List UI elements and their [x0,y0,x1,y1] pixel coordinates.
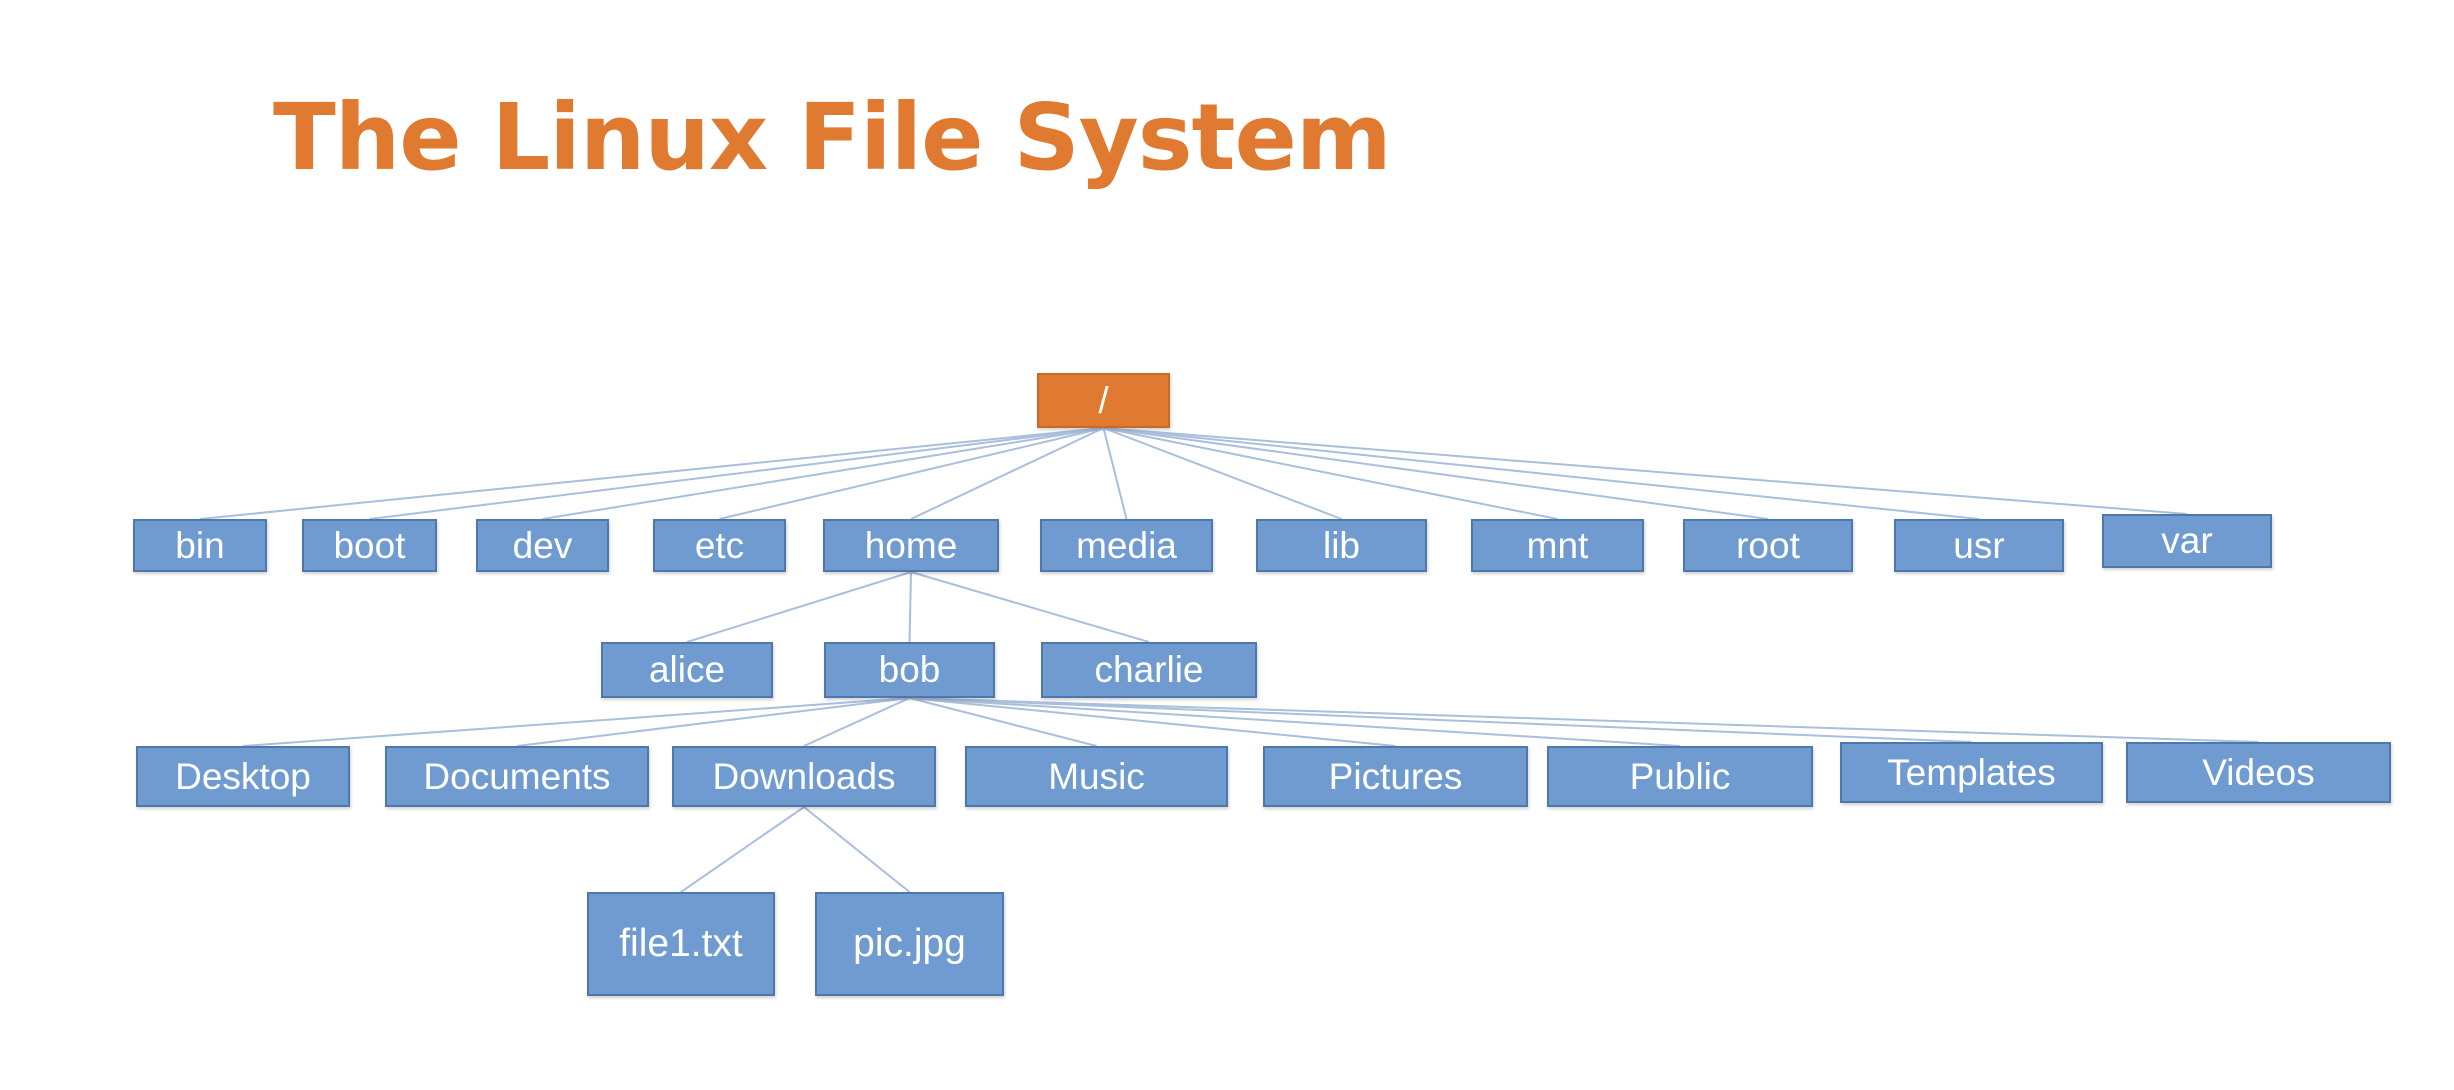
connector-root-to-etc [719,427,1104,520]
dir-node-videos: Videos [2126,742,2391,803]
dir-node-usr: usr [1894,519,2064,572]
connector-root-to-usr [1103,427,1980,520]
connector-root-to-lib [1103,427,1342,520]
connector-bob-to-music [909,697,1097,747]
dir-node-public: Public [1547,746,1813,807]
dir-node-alice: alice [601,642,773,698]
connector-downloads-to-file1-txt [680,806,805,893]
dir-node-desktop: Desktop [136,746,350,807]
connector-home-to-bob [908,571,912,643]
dir-node-bob: bob [824,642,995,698]
connector-root-to-root [1103,427,1769,520]
connector-root-to-mnt [1103,427,1558,520]
connector-bob-to-videos [909,697,2259,743]
dir-node-root: root [1683,519,1853,572]
connector-home-to-alice [686,571,912,643]
connector-bob-to-documents [516,697,910,747]
connector-bob-to-pictures [909,697,1396,747]
connector-root-to-var [1103,427,2188,515]
dir-node-file1-txt: file1.txt [587,892,775,996]
dir-node-music: Music [965,746,1228,807]
connector-root-to-bin [199,427,1104,520]
dir-node-boot: boot [302,519,437,572]
connector-root-to-media [1102,427,1128,520]
dir-node-etc: etc [653,519,786,572]
dir-node-charlie: charlie [1041,642,1257,698]
connector-bob-to-desktop [242,697,910,747]
connector-bob-to-public [909,697,1681,747]
dir-node-templates: Templates [1840,742,2103,803]
connector-root-to-boot [369,427,1104,520]
dir-node-var: var [2102,514,2272,568]
dir-node-media: media [1040,519,1213,572]
dir-node-dev: dev [476,519,609,572]
root-directory-node: / [1037,373,1170,428]
dir-node-downloads: Downloads [672,746,936,807]
connector-root-to-dev [542,427,1104,520]
dir-node-bin: bin [133,519,267,572]
dir-node-lib: lib [1256,519,1427,572]
connector-home-to-charlie [910,571,1150,643]
connector-downloads-to-pic-jpg [803,806,911,893]
connector-root-to-home [910,427,1104,520]
slide-title: The Linux File System [273,84,1392,191]
connector-bob-to-downloads [803,697,910,747]
dir-node-pic-jpg: pic.jpg [815,892,1004,996]
dir-node-pictures: Pictures [1263,746,1528,807]
connector-bob-to-templates [909,697,1972,743]
dir-node-home: home [823,519,999,572]
dir-node-mnt: mnt [1471,519,1644,572]
dir-node-documents: Documents [385,746,649,807]
